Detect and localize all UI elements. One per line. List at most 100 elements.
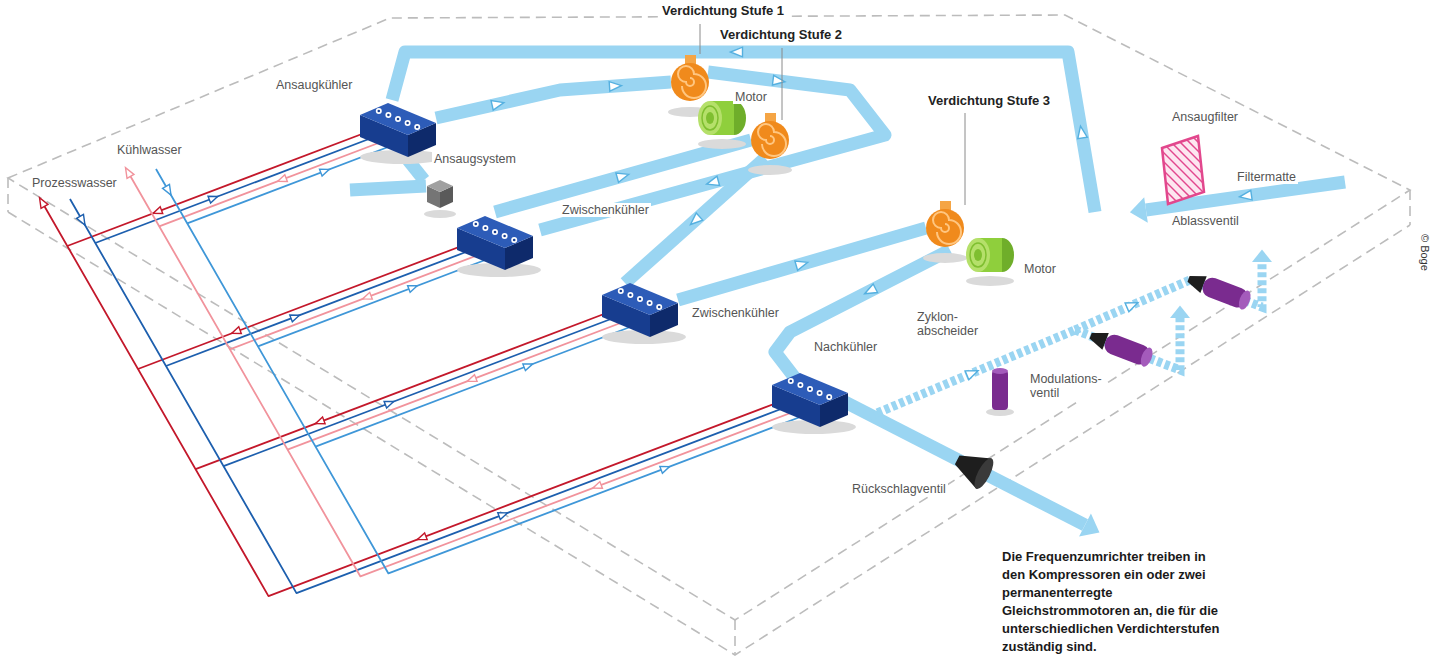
cooler-port xyxy=(618,288,624,294)
cooler-port xyxy=(482,225,488,231)
component-label: Zwischenkühler xyxy=(690,306,781,320)
flow-arrow xyxy=(591,482,602,492)
flow-arrow xyxy=(230,327,241,337)
cooler xyxy=(602,283,686,344)
water-trunk xyxy=(156,169,808,573)
hatch-line xyxy=(1078,130,1158,210)
flow-arrow xyxy=(772,75,785,86)
water-branch xyxy=(138,245,464,369)
component-label: Nachkühler xyxy=(812,340,879,354)
cube-face xyxy=(427,180,453,192)
dashed-outline xyxy=(8,15,1410,655)
flow-arrow xyxy=(408,282,419,292)
compressor-spiral xyxy=(933,212,961,244)
outline-edge xyxy=(8,15,1410,620)
component-label: Ansaugfilter xyxy=(1170,110,1240,124)
water-branch xyxy=(316,324,638,447)
leader-line xyxy=(965,113,966,205)
flow-arrow xyxy=(361,292,372,302)
cooler-port xyxy=(416,126,419,129)
flow-arrow xyxy=(965,366,980,379)
flow-arrow xyxy=(466,375,477,385)
air-pipes xyxy=(350,47,1345,544)
stage-label: Verdichtung Stufe 1 xyxy=(660,4,786,19)
compressor xyxy=(923,201,967,263)
component-label: Rückschlagventil xyxy=(850,482,948,496)
water-trunk xyxy=(42,202,779,596)
cooler-port xyxy=(502,233,508,239)
cooler-port xyxy=(492,229,498,235)
component-label: Zwischenkühler xyxy=(560,203,651,217)
cooler-port xyxy=(658,306,661,309)
motor-face xyxy=(698,101,722,135)
cooler-port xyxy=(817,390,823,396)
compressor-spiral xyxy=(758,124,786,156)
air-pipe xyxy=(350,186,426,190)
cooler xyxy=(457,216,541,277)
flow-arrow xyxy=(616,170,630,182)
cooler-face xyxy=(457,216,533,248)
flow-arrow xyxy=(1125,298,1140,312)
cooler-port xyxy=(797,382,803,388)
cooler-port xyxy=(818,392,821,395)
shadow xyxy=(698,139,746,149)
flow-arrow xyxy=(498,510,509,520)
stage-label: Verdichtung Stufe 3 xyxy=(926,94,1052,109)
cooler-port xyxy=(503,235,506,238)
flow-arrow xyxy=(36,196,48,209)
flow-arrow xyxy=(163,184,175,197)
cooler-port xyxy=(809,388,812,391)
caption-text: Die Frequenzumrichter treiben in den Kom… xyxy=(1000,548,1232,656)
shadow xyxy=(923,253,967,263)
shadow xyxy=(424,210,456,218)
flow-arrow xyxy=(416,533,427,543)
intake-system xyxy=(424,180,456,218)
motor-ring xyxy=(702,106,718,130)
cooler-port xyxy=(788,378,794,384)
motor-hub xyxy=(706,112,714,124)
compressor-spiral xyxy=(678,66,706,98)
flow-arrow xyxy=(77,214,89,227)
separator-top xyxy=(992,368,1008,374)
cooler-port xyxy=(807,386,813,392)
compressor-body xyxy=(671,63,709,101)
air-pipe xyxy=(436,82,671,118)
cooler-port xyxy=(414,124,420,130)
cooler-port xyxy=(397,118,400,121)
cooler-port xyxy=(648,302,651,305)
cooler-port xyxy=(405,120,411,126)
leader-lines xyxy=(700,24,965,205)
component-label: Ansaugsystem xyxy=(432,152,518,166)
motor-face xyxy=(966,238,990,272)
cooler-port xyxy=(494,231,497,234)
air-pipe xyxy=(678,228,926,300)
outline-edge xyxy=(734,620,736,655)
component-label: Ansaugkühler xyxy=(274,78,354,92)
leader-line xyxy=(782,48,783,120)
valve-end xyxy=(1138,346,1154,368)
cooler-port xyxy=(647,300,653,306)
cooler-port xyxy=(484,227,487,230)
separator-body xyxy=(992,370,1008,410)
cooler-port xyxy=(656,304,662,310)
filter-frame xyxy=(1162,136,1204,204)
component-label: Kühlwasser xyxy=(115,143,184,157)
flow-arrow xyxy=(384,398,395,408)
flow-arrow xyxy=(276,175,287,185)
arrow-head xyxy=(1079,513,1105,544)
flow-arrow xyxy=(122,166,134,179)
shadow xyxy=(966,276,1014,286)
cooler-port xyxy=(826,394,832,400)
component-label: Motor xyxy=(733,90,769,104)
motor-hub xyxy=(974,249,982,261)
component-label: Filtermatte xyxy=(1235,170,1298,184)
cooler-port xyxy=(378,110,381,113)
flow-arrow xyxy=(687,213,702,228)
cooler-port xyxy=(790,380,793,383)
bypass-pipe xyxy=(1075,262,1262,330)
stage-label: Verdichtung Stufe 2 xyxy=(718,28,844,43)
component-label: Prozesswasser xyxy=(30,176,119,190)
flow-arrow xyxy=(1076,125,1087,138)
cooler-face xyxy=(602,283,678,315)
